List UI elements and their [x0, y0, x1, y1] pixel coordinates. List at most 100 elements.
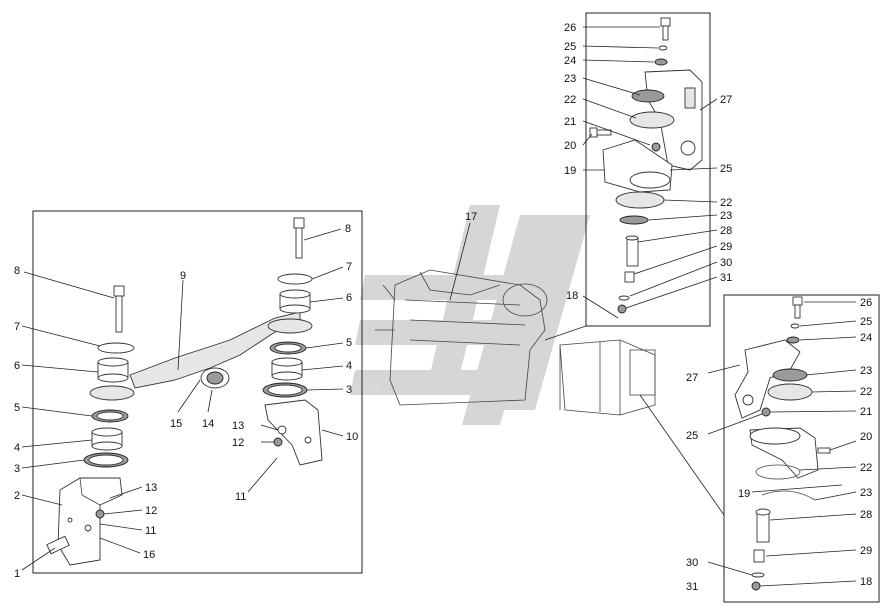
- left-washer-7: [97, 342, 135, 354]
- left-bolt: [113, 285, 125, 333]
- bottom-cushion-22-upper: [767, 383, 813, 401]
- label-11-right: 11: [235, 491, 246, 503]
- label-12-right: 12: [232, 437, 244, 449]
- left-bushing-4: [91, 427, 123, 451]
- bottom-nut-31: [751, 581, 761, 591]
- label-25-top: 25: [564, 41, 576, 53]
- label-19-bottom: 19: [738, 488, 750, 500]
- left-assembly-frame: [32, 210, 363, 574]
- label-5-left: 5: [14, 402, 20, 414]
- top-right-assembly-frame: [585, 12, 711, 327]
- label-30-bottom: 30: [686, 557, 698, 569]
- left-ring-3-inner: [88, 454, 124, 466]
- label-4-right: 4: [346, 360, 352, 372]
- label-19-top: 19: [564, 165, 576, 177]
- left-leader-lines: [21, 222, 471, 571]
- label-22-bottom-lower: 22: [860, 462, 872, 474]
- top-cushion-22-upper: [629, 111, 675, 129]
- label-1: 1: [14, 568, 20, 580]
- bottom-right-assembly-frame: [723, 294, 880, 603]
- label-27-bottom: 27: [686, 372, 698, 384]
- label-3-left: 3: [14, 463, 20, 475]
- right-bushing-6: [279, 289, 311, 314]
- label-21-top: 21: [564, 116, 576, 128]
- top-washer-30: [618, 295, 630, 301]
- engine-to-lower-frame-line: [639, 394, 725, 516]
- stabilizer-arm: [129, 311, 301, 389]
- watermark-logo: [350, 205, 590, 425]
- label-31-top: 31: [720, 272, 732, 284]
- label-20-bottom: 20: [860, 431, 872, 443]
- bottom-cushion-22-lower: [755, 464, 801, 480]
- label-22-top: 22: [564, 94, 576, 106]
- left-bushing-6: [97, 357, 129, 383]
- label-26-top: 26: [564, 22, 576, 34]
- bottom-right-leader-lines: [707, 301, 857, 587]
- label-10: 10: [346, 431, 358, 443]
- bottom-sleeve-28: [755, 508, 771, 543]
- top-washer-24: [654, 58, 668, 66]
- label-23-top: 23: [564, 73, 576, 85]
- label-17: 17: [465, 211, 477, 223]
- label-27-top: 27: [720, 94, 732, 106]
- right-ring-5-inner: [274, 343, 302, 353]
- top-bracket-19: [602, 139, 673, 193]
- bottom-bolt-26: [792, 296, 803, 319]
- label-21-bottom: 21: [860, 406, 872, 418]
- right-ring-3-inner: [267, 384, 303, 396]
- top-right-leader-lines: [582, 26, 718, 319]
- bottom-spacer-29: [753, 549, 765, 563]
- label-29-bottom: 29: [860, 545, 872, 557]
- right-nut-12: [273, 437, 283, 447]
- right-bushing-4: [271, 357, 303, 381]
- label-25-bottom: 25: [860, 316, 872, 328]
- bottom-ring-23-lower: [761, 490, 816, 501]
- label-13-left: 13: [145, 482, 157, 494]
- top-nut-21: [651, 142, 661, 152]
- label-22-top-right: 22: [720, 197, 732, 209]
- bottom-bracket-19: [749, 427, 831, 479]
- left-bracket: [46, 477, 123, 566]
- label-6-right: 6: [346, 292, 352, 304]
- top-cushion-22-lower: [615, 191, 665, 209]
- top-spacer-29: [624, 271, 635, 283]
- bottom-washer-25: [790, 323, 800, 329]
- label-8-left: 8: [14, 265, 20, 277]
- label-13-right: 13: [232, 420, 244, 432]
- label-7-left: 7: [14, 321, 20, 333]
- label-12-left: 12: [145, 505, 157, 517]
- top-nut-31: [617, 304, 627, 314]
- label-29-top: 29: [720, 241, 732, 253]
- label-2: 2: [14, 490, 20, 502]
- label-30-top: 30: [720, 257, 732, 269]
- label-28-top: 28: [720, 225, 732, 237]
- label-4-left: 4: [14, 442, 20, 454]
- label-23-bottom: 23: [860, 365, 872, 377]
- label-18-bottom: 18: [860, 576, 872, 588]
- right-washer-13: [277, 425, 287, 435]
- label-24-bottom: 24: [860, 332, 872, 344]
- label-9: 9: [180, 270, 186, 282]
- label-23-top-right: 23: [720, 210, 732, 222]
- bottom-ring-23-upper: [772, 368, 808, 382]
- bottom-bracket-27: [734, 339, 801, 419]
- bottom-washer-30: [751, 572, 765, 578]
- label-26-bottom: 26: [860, 297, 872, 309]
- label-20-top: 20: [564, 140, 576, 152]
- label-28-bottom: 28: [860, 509, 872, 521]
- label-22-bottom: 22: [860, 386, 872, 398]
- label-8-right: 8: [345, 223, 351, 235]
- top-bolt-20: [589, 127, 612, 138]
- right-washer-7: [277, 273, 313, 285]
- bottom-washer-24: [786, 336, 800, 344]
- label-11-left: 11: [145, 525, 156, 537]
- left-ring-5-inner: [96, 411, 124, 421]
- label-23-bottom-lower: 23: [860, 487, 872, 499]
- label-15: 15: [170, 418, 182, 430]
- label-31-bottom: 31: [686, 581, 698, 593]
- label-14: 14: [202, 418, 214, 430]
- left-cushion-plate: [89, 385, 135, 401]
- top-sleeve-28: [625, 235, 639, 267]
- label-25-bottom-left: 25: [686, 430, 698, 442]
- label-6-left: 6: [14, 360, 20, 372]
